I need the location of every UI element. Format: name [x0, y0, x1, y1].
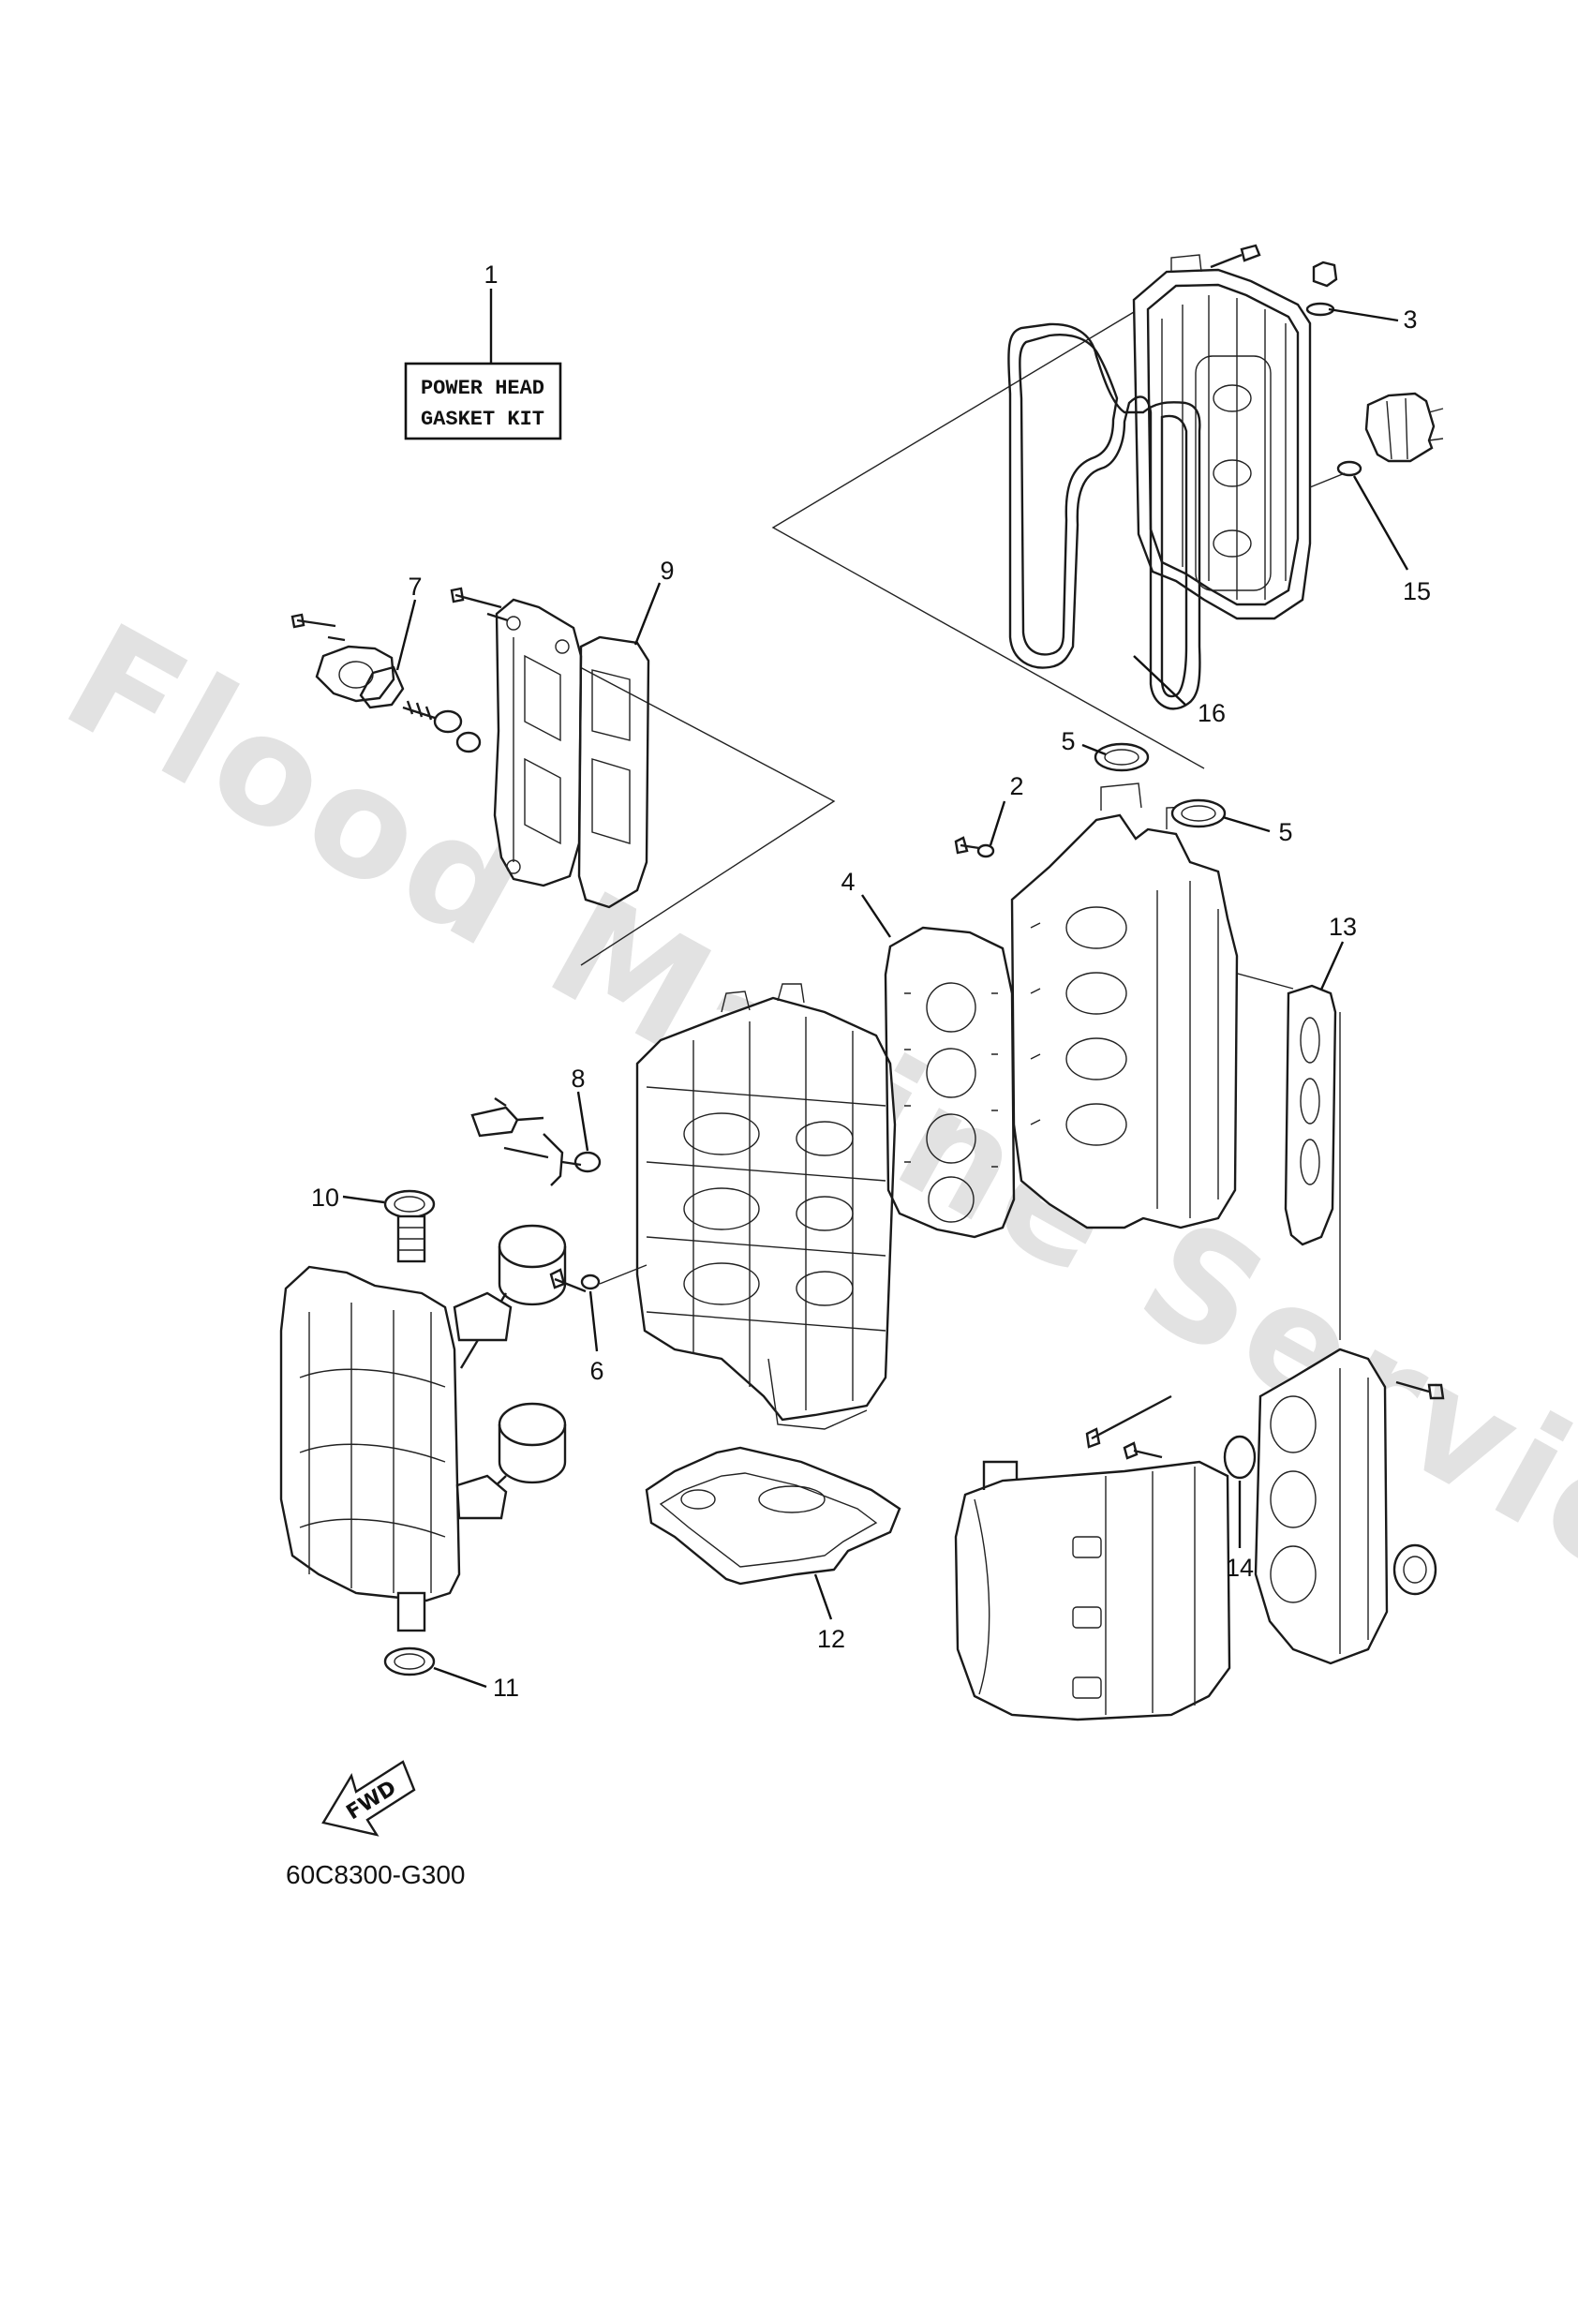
- callout-9: 9: [660, 557, 674, 585]
- callout-numbers: 1 2 3 4 5 5 6 7 8 9 10 11 12 13 14 15 16: [311, 261, 1431, 1702]
- part-13-manifold-gasket: [1284, 984, 1337, 1246]
- callout-1: 1: [484, 261, 498, 289]
- callout-11: 11: [493, 1674, 519, 1702]
- callout-12: 12: [817, 1625, 845, 1653]
- cylinder-head-cover: [1132, 244, 1444, 620]
- callout-13: 13: [1329, 913, 1357, 941]
- callout-15: 15: [1403, 577, 1431, 605]
- callout-2: 2: [1009, 772, 1023, 800]
- part-12-base-gasket: [645, 1446, 901, 1586]
- part-16-cover-gasket: [1007, 322, 1201, 710]
- intake-manifold: [1085, 1348, 1445, 1665]
- cylinder-head: [954, 742, 1239, 1229]
- callout-7: 7: [408, 573, 422, 601]
- callout-8: 8: [571, 1065, 585, 1093]
- assembly-guide-lines: [496, 311, 1341, 1340]
- crankshaft-assembly: [279, 1189, 567, 1676]
- gasket-kit-label: POWER HEAD GASKET KIT: [404, 362, 562, 440]
- fwd-arrow-icon: FWD: [321, 1760, 416, 1837]
- callout-6: 6: [589, 1357, 603, 1385]
- leader-lines: [342, 289, 1409, 1689]
- exhaust-cover-assembly: [290, 587, 650, 909]
- callout-5b: 5: [1278, 818, 1292, 846]
- cylinder-block: [470, 983, 897, 1430]
- callout-3: 3: [1403, 305, 1417, 334]
- part-4-head-gasket: [884, 926, 1016, 1239]
- callout-5a: 5: [1061, 727, 1075, 755]
- callout-14: 14: [1226, 1554, 1254, 1582]
- callout-10: 10: [311, 1184, 339, 1212]
- intake-silencer: [954, 1460, 1231, 1721]
- callout-4: 4: [841, 868, 855, 896]
- kit-label-line1: POWER HEAD: [421, 377, 544, 400]
- callout-16: 16: [1198, 699, 1226, 727]
- kit-label-line2: GASKET KIT: [421, 408, 544, 431]
- diagram-code: 60C8300-G300: [286, 1860, 465, 1889]
